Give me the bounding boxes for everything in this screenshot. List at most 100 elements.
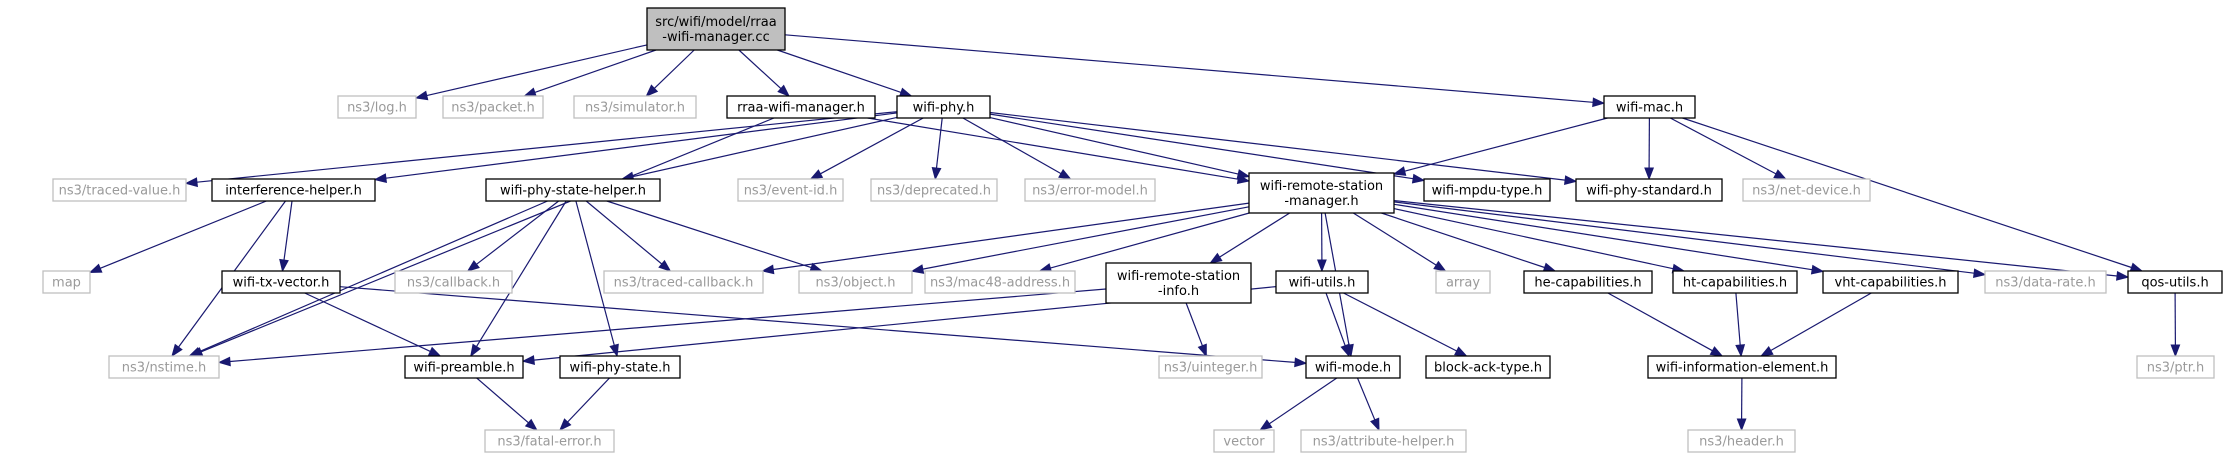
edge-wifiphy-to-phystandard bbox=[989, 111, 1578, 185]
edge-wifiphy-to-mpdutype bbox=[989, 113, 1426, 184]
edge-line bbox=[962, 117, 1062, 175]
edge-txvector-to-mode bbox=[339, 286, 1308, 368]
edge-rsinfo-to-uinteger bbox=[1185, 302, 1207, 358]
node-htcap[interactable]: ht-capabilities.h bbox=[1672, 270, 1798, 294]
edge-arrowhead bbox=[1058, 169, 1072, 180]
node-label: ns3/ptr.h bbox=[2147, 361, 2205, 376]
edge-line bbox=[476, 200, 560, 265]
node-box bbox=[1213, 429, 1275, 453]
node-txvector[interactable]: wifi-tx-vector.h bbox=[221, 270, 341, 294]
edge-utils-to-mode bbox=[1325, 292, 1350, 358]
edge-line bbox=[867, 117, 1239, 180]
edge-arrowhead bbox=[1735, 344, 1746, 358]
node-mpdutype[interactable]: wifi-mpdu-type.h bbox=[1423, 178, 1551, 202]
node-box bbox=[1300, 429, 1467, 453]
node-box bbox=[1158, 355, 1263, 379]
node-wifimac[interactable]: wifi-mac.h bbox=[1603, 95, 1696, 119]
edges-layer bbox=[88, 34, 2181, 432]
edge-arrowhead bbox=[521, 355, 535, 365]
edge-rsm-to-tracedcallback bbox=[761, 202, 1250, 275]
node-box bbox=[1523, 270, 1653, 294]
edge-root-to-simulator bbox=[645, 49, 695, 97]
node-label: vht-capabilities.h bbox=[1835, 276, 1947, 291]
edge-vhtcap-to-infoelem bbox=[1759, 292, 1872, 357]
edge-line bbox=[567, 377, 610, 423]
node-interference[interactable]: interference-helper.h bbox=[211, 178, 376, 202]
node-box bbox=[404, 355, 524, 379]
edge-arrowhead bbox=[931, 167, 942, 181]
edge-line bbox=[199, 200, 548, 353]
edge-line bbox=[1219, 212, 1291, 258]
node-phystatehelper[interactable]: wifi-phy-state-helper.h bbox=[485, 178, 661, 202]
edge-root-to-wifimac bbox=[784, 34, 1606, 108]
edge-rsm-to-rsinfo bbox=[1209, 212, 1291, 264]
edge-wifimac-to-phystandard bbox=[1644, 117, 1655, 181]
node-uinteger: ns3/uinteger.h bbox=[1158, 355, 1263, 379]
node-box bbox=[1984, 270, 2107, 294]
edge-arrowhead bbox=[373, 173, 387, 184]
node-label: vector bbox=[1223, 435, 1265, 450]
node-box bbox=[42, 270, 91, 294]
node-rsinfo[interactable]: wifi-remote-station-info.h bbox=[1105, 262, 1252, 304]
edge-line bbox=[575, 200, 615, 346]
node-qos[interactable]: qos-utils.h bbox=[2127, 270, 2223, 294]
node-phystate[interactable]: wifi-phy-state.h bbox=[559, 355, 681, 379]
node-label: ns3/deprecated.h bbox=[877, 184, 991, 199]
edge-line bbox=[1670, 117, 1777, 175]
node-vhtcap[interactable]: vht-capabilities.h bbox=[1822, 270, 1959, 294]
node-vector: vector bbox=[1213, 429, 1275, 453]
node-label: ns3/mac48-address.h bbox=[930, 276, 1070, 291]
node-rsm[interactable]: wifi-remote-station-manager.h bbox=[1248, 172, 1395, 214]
node-root[interactable]: src/wifi/model/rraa-wifi-manager.cc bbox=[646, 7, 786, 51]
edge-arrowhead bbox=[1454, 346, 1468, 357]
edge-arrowhead bbox=[1542, 262, 1557, 273]
edge-arrowhead bbox=[777, 84, 791, 97]
node-phystandard[interactable]: wifi-phy-standard.h bbox=[1575, 178, 1723, 202]
edge-line bbox=[1352, 212, 1437, 266]
edge-line bbox=[1770, 292, 1872, 352]
node-label: ns3/uinteger.h bbox=[1164, 361, 1258, 376]
node-box bbox=[1423, 178, 1551, 202]
edge-arrowhead bbox=[1294, 357, 1308, 368]
edge-arrowhead bbox=[470, 343, 481, 358]
node-wifiphy[interactable]: wifi-phy.h bbox=[896, 95, 991, 119]
node-label: src/wifi/model/rraa-wifi-manager.cc bbox=[655, 15, 776, 45]
edge-wifimac-to-netdevice bbox=[1670, 117, 1787, 180]
edge-infoelem-to-header bbox=[1736, 377, 1747, 432]
edge-arrowhead bbox=[1236, 169, 1251, 179]
node-preamble[interactable]: wifi-preamble.h bbox=[404, 355, 524, 379]
node-box bbox=[924, 270, 1076, 294]
node-label: wifi-tx-vector.h bbox=[233, 276, 330, 291]
node-box bbox=[1822, 270, 1959, 294]
edge-wifiphy-to-tracedvalue bbox=[184, 111, 898, 188]
node-label: ns3/nstime.h bbox=[122, 361, 206, 376]
edge-arrowhead bbox=[524, 418, 538, 431]
node-label: wifi-phy-state-helper.h bbox=[500, 184, 646, 199]
edge-arrowhead bbox=[1736, 418, 1747, 432]
edge-line bbox=[989, 113, 1414, 180]
edge-arrowhead bbox=[466, 260, 480, 272]
edge-arrowhead bbox=[1433, 260, 1447, 272]
node-infoelem[interactable]: wifi-information-element.h bbox=[1647, 355, 1837, 379]
edge-line bbox=[1393, 208, 1674, 270]
node-tracedcallback: ns3/traced-callback.h bbox=[603, 270, 764, 294]
edge-line bbox=[426, 44, 648, 97]
edge-line bbox=[1607, 292, 1713, 352]
edge-arrowhead bbox=[1759, 346, 1774, 357]
node-box bbox=[1672, 270, 1798, 294]
node-rraa[interactable]: rraa-wifi-manager.h bbox=[726, 95, 876, 119]
node-datarate: ns3/data-rate.h bbox=[1984, 270, 2107, 294]
edge-line bbox=[534, 49, 657, 93]
node-label: wifi-phy.h bbox=[913, 101, 975, 116]
node-label: ht-capabilities.h bbox=[1683, 276, 1787, 291]
node-box bbox=[2127, 270, 2223, 294]
node-label: map bbox=[52, 276, 81, 291]
node-utils[interactable]: wifi-utils.h bbox=[1275, 270, 1369, 294]
node-blockack[interactable]: block-ack-type.h bbox=[1425, 355, 1551, 379]
node-mode[interactable]: wifi-mode.h bbox=[1305, 355, 1401, 379]
edge-line bbox=[1268, 377, 1338, 425]
node-box bbox=[559, 355, 681, 379]
edge-line bbox=[1682, 117, 2132, 269]
node-hecap[interactable]: he-capabilities.h bbox=[1523, 270, 1653, 294]
